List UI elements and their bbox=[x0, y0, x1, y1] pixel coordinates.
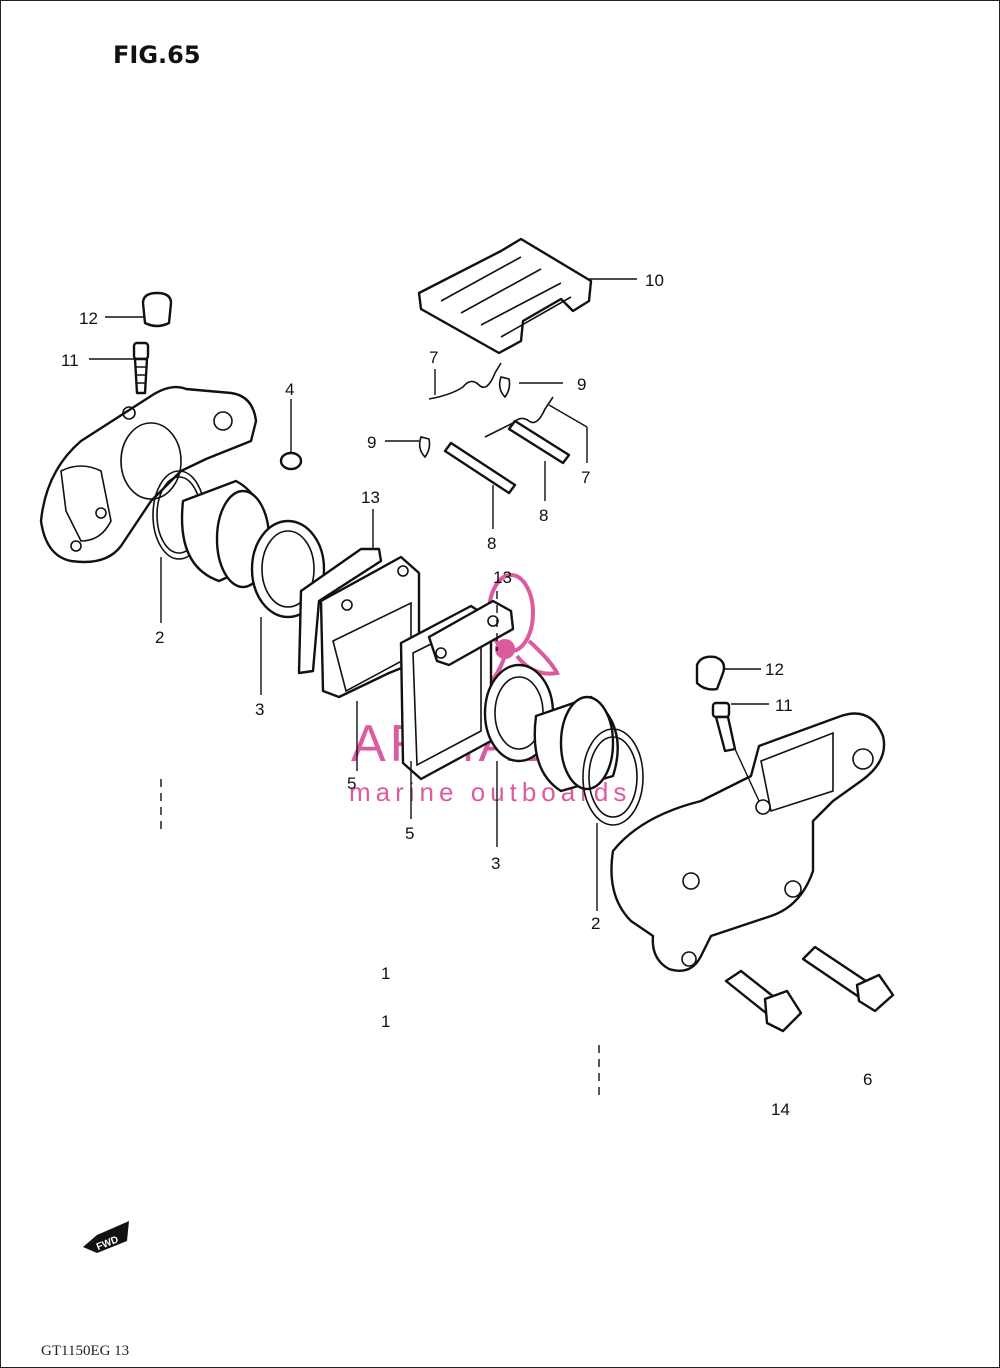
caliper-housing-left bbox=[39, 385, 258, 564]
callout-11-right: 11 bbox=[775, 696, 793, 715]
pin-clip-a bbox=[418, 436, 431, 459]
callout-12-left: 12 bbox=[79, 309, 98, 328]
callout-12-right: 12 bbox=[765, 660, 784, 679]
figure-title: FIG.65 bbox=[113, 41, 201, 69]
bleeder-cap-right bbox=[695, 655, 726, 691]
dashed-guide-lines bbox=[160, 591, 600, 1101]
callout-6: 6 bbox=[863, 1070, 872, 1089]
pad-pin-b bbox=[507, 419, 571, 465]
callout-1-lower: 1 bbox=[381, 1012, 390, 1031]
piston-right bbox=[533, 695, 619, 793]
callout-labels: 10 12 11 4 7 9 9 7 8 8 13 13 2 3 12 11 5… bbox=[61, 271, 872, 1119]
callout-3-left: 3 bbox=[255, 700, 264, 719]
callout-13-left: 13 bbox=[361, 488, 380, 507]
callout-8-right: 8 bbox=[539, 506, 548, 525]
pad-retainer-clip-a bbox=[428, 362, 502, 400]
callout-11-left: 11 bbox=[61, 351, 79, 370]
callout-1-upper: 1 bbox=[381, 964, 390, 983]
mounting-bolt-14 bbox=[724, 969, 803, 1033]
callout-10: 10 bbox=[645, 271, 664, 290]
pad-shim-left bbox=[297, 547, 383, 675]
callout-14: 14 bbox=[771, 1100, 790, 1119]
pad-pin-a bbox=[443, 441, 517, 495]
callout-7-bottom: 7 bbox=[581, 468, 590, 487]
pin-clip-b bbox=[498, 376, 511, 399]
callout-8-left: 8 bbox=[487, 534, 496, 553]
callout-4: 4 bbox=[285, 380, 294, 399]
drawing-code: GT1150EG 13 bbox=[41, 1343, 129, 1359]
pad-spring bbox=[417, 237, 593, 355]
forward-arrow-icon: FWD bbox=[83, 1221, 129, 1253]
piston-seal-right bbox=[582, 728, 644, 826]
pad-retainer-clip-b bbox=[484, 396, 554, 438]
callout-3-right: 3 bbox=[491, 854, 500, 873]
pad-shim-right bbox=[427, 599, 515, 667]
callout-5-right: 5 bbox=[405, 824, 414, 843]
callout-7-top: 7 bbox=[429, 348, 438, 367]
callout-13-right: 13 bbox=[493, 568, 512, 587]
caliper-housing-right bbox=[610, 712, 886, 973]
bleeder-screw-left bbox=[132, 341, 150, 395]
callout-9-left: 9 bbox=[367, 433, 376, 452]
callout-9-right: 9 bbox=[577, 375, 586, 394]
callout-2-left: 2 bbox=[155, 628, 164, 647]
leader-lines bbox=[89, 278, 769, 911]
mounting-bolt-6 bbox=[801, 945, 895, 1013]
callout-5-left: 5 bbox=[347, 774, 356, 793]
bleeder-screw-right bbox=[711, 701, 737, 753]
washer bbox=[279, 451, 303, 471]
callout-2-right: 2 bbox=[591, 914, 600, 933]
bleeder-cap-left bbox=[141, 291, 173, 328]
